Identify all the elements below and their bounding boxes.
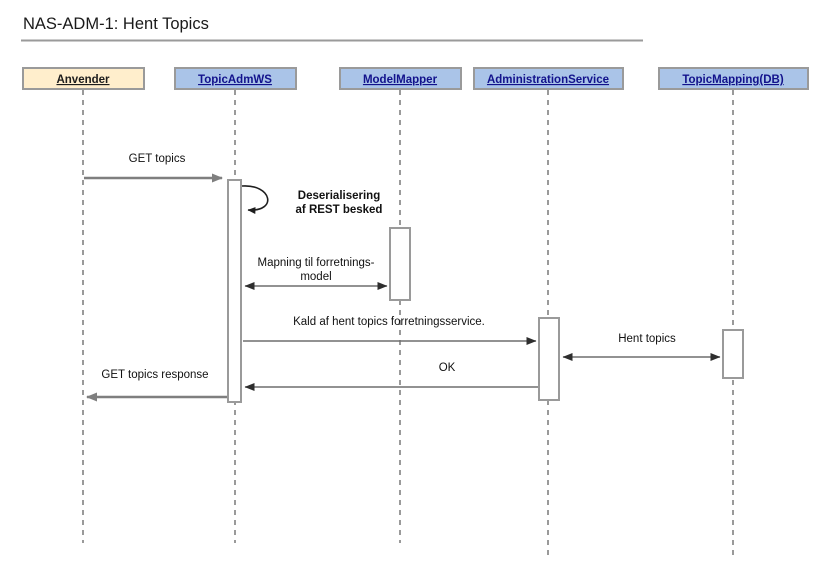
participant-modelmapper[interactable]: ModelMapper	[339, 67, 462, 90]
participant-box-administrationservice[interactable]	[473, 67, 624, 90]
participant-administrationservice[interactable]: AdministrationService	[473, 67, 624, 90]
participant-topicmappingdb[interactable]: TopicMapping(DB)	[658, 67, 809, 90]
message-get-topics[interactable]: GET topics	[84, 153, 223, 183]
message-ok[interactable]: OK	[244, 362, 538, 391]
message-label-hent-topics: Hent topics	[618, 333, 676, 345]
participant-label-administrationservice: AdministrationService	[487, 74, 609, 86]
participant-label-topicmappingdb: TopicMapping(DB)	[682, 74, 784, 86]
message-deserialisering[interactable]: Deserialisering af REST besked	[241, 185, 383, 216]
participant-topicadmws[interactable]: TopicAdmWS	[174, 67, 297, 90]
message-mapning[interactable]: Mapning til forretnings- model	[244, 257, 388, 290]
message-label-ok: OK	[439, 362, 456, 374]
participant-box-topicadmws[interactable]	[174, 67, 297, 90]
participant-label-anvender: Anvender	[56, 74, 110, 86]
activation-bar-topicmappingdb[interactable]	[722, 329, 744, 379]
activation-bar-modelmapper[interactable]	[389, 227, 411, 301]
participant-box-modelmapper[interactable]	[339, 67, 462, 90]
participant-box-anvender[interactable]	[22, 67, 145, 90]
message-get-topics-response[interactable]: GET topics response	[86, 369, 227, 402]
participant-label-topicadmws: TopicAdmWS	[198, 74, 272, 86]
participant-anvender[interactable]: Anvender	[22, 67, 145, 90]
activation-bar-topicadmws[interactable]	[227, 179, 242, 403]
message-label-deserialisering-line2: af REST besked	[296, 204, 383, 216]
message-hent-topics[interactable]: Hent topics	[562, 333, 721, 361]
activations-layer	[227, 179, 744, 403]
message-label-mapning-line1: Mapning til forretnings-	[258, 257, 375, 269]
message-label-get-topics-response: GET topics response	[101, 369, 208, 381]
participant-box-topicmappingdb[interactable]	[658, 67, 809, 90]
message-arrow-deserialisering-selfloop	[241, 185, 269, 214]
message-label-kald-forretningsservice: Kald af hent topics forretningsservice.	[293, 316, 485, 328]
message-label-get-topics: GET topics	[129, 153, 186, 165]
message-label-mapning-line2: model	[300, 271, 331, 283]
participant-label-modelmapper: ModelMapper	[363, 74, 438, 86]
activation-bar-administrationservice[interactable]	[538, 317, 560, 401]
message-label-deserialisering-line1: Deserialisering	[298, 190, 380, 202]
page-title: NAS-ADM-1: Hent Topics	[23, 15, 209, 33]
message-kald-forretningsservice[interactable]: Kald af hent topics forretningsservice.	[243, 316, 537, 345]
